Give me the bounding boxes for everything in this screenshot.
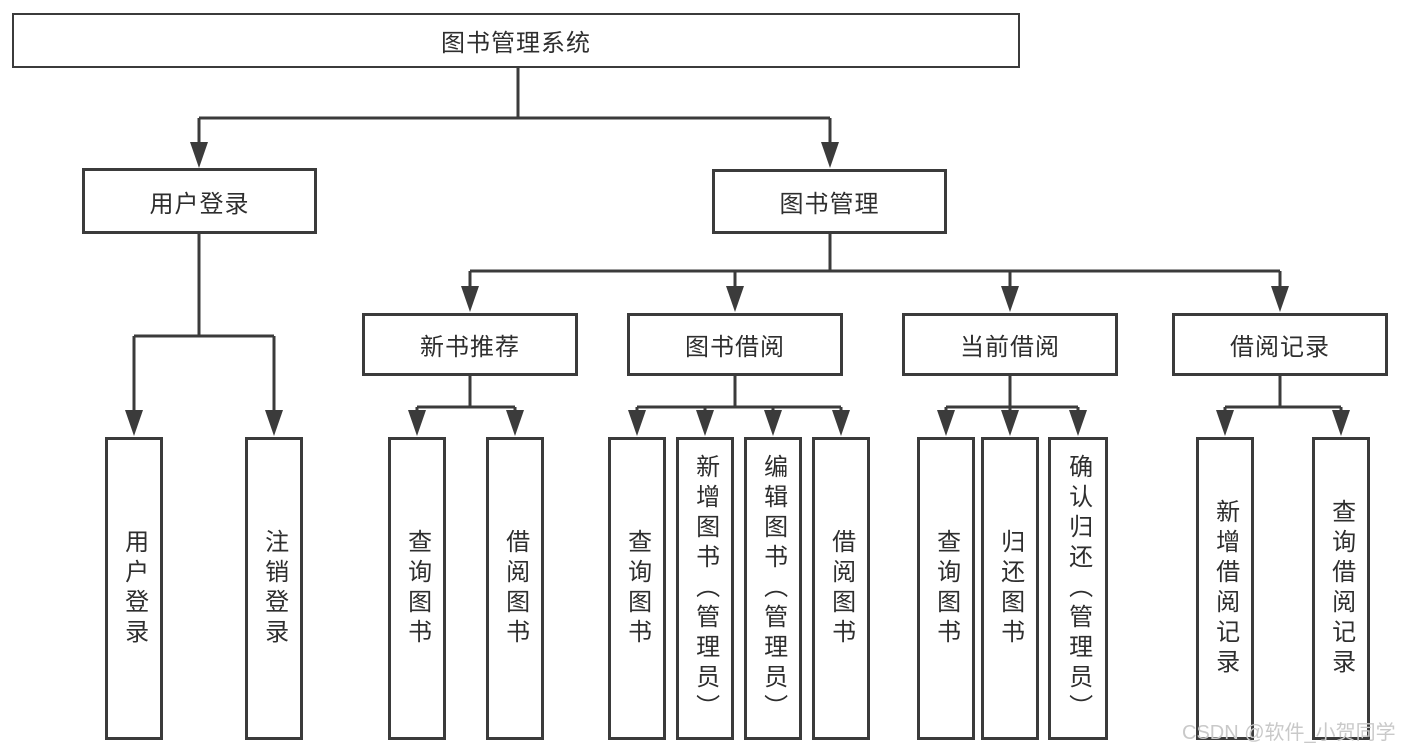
leaf-logout: 注销登录 <box>245 437 303 740</box>
node-label: 归还图书 <box>996 528 1024 649</box>
connector-current-to-leaves <box>944 376 1080 414</box>
arrow-down-icon <box>1271 286 1289 312</box>
arrow-down-icon <box>696 410 714 436</box>
csdn-watermark: CSDN @软件_小贺同学 <box>1182 722 1396 744</box>
arrow-down-icon <box>821 142 839 168</box>
arrow-down-icon <box>1001 410 1019 436</box>
arrow-down-icon <box>125 410 143 436</box>
connector-root-to-level2 <box>197 68 832 146</box>
node-label: 确认归还（管理员） <box>1064 453 1092 724</box>
node-label: 新书推荐 <box>420 334 520 361</box>
arrow-down-icon <box>190 142 208 168</box>
node-label: 借阅图书 <box>501 528 529 649</box>
node-label: 查询图书 <box>932 528 960 649</box>
arrow-down-icon <box>832 410 850 436</box>
node-label: 图书管理系统 <box>441 30 591 57</box>
leaf-borrowing-add-books-admin: 新增图书（管理员） <box>676 437 734 740</box>
arrowheads <box>125 142 1350 436</box>
arrow-down-icon <box>726 286 744 312</box>
node-current-borrowing: 当前借阅 <box>902 313 1118 376</box>
node-label: 查询图书 <box>403 528 431 649</box>
leaf-recommend-query-books: 查询图书 <box>388 437 446 740</box>
node-library-management-system: 图书管理系统 <box>12 13 1020 68</box>
arrow-down-icon <box>408 410 426 436</box>
node-label: 当前借阅 <box>960 334 1060 361</box>
leaf-user-login: 用户登录 <box>105 437 163 740</box>
node-label: 注销登录 <box>260 528 288 649</box>
arrow-down-icon <box>628 410 646 436</box>
node-label: 图书借阅 <box>685 334 785 361</box>
node-label: 借阅记录 <box>1230 334 1330 361</box>
leaf-current-query-books: 查询图书 <box>917 437 975 740</box>
arrow-down-icon <box>506 410 524 436</box>
arrow-down-icon <box>937 410 955 436</box>
leaf-records-query-record: 查询借阅记录 <box>1312 437 1370 740</box>
node-label: 新增借阅记录 <box>1211 498 1239 679</box>
connector-login-to-leaves <box>132 234 276 414</box>
connector-mgmt-to-sections <box>468 234 1282 290</box>
leaf-records-add-record: 新增借阅记录 <box>1196 437 1254 740</box>
arrow-down-icon <box>1069 410 1087 436</box>
leaf-current-return-books: 归还图书 <box>981 437 1039 740</box>
arrow-down-icon <box>1001 286 1019 312</box>
arrow-down-icon <box>461 286 479 312</box>
leaf-recommend-borrow-books: 借阅图书 <box>486 437 544 740</box>
node-user-login: 用户登录 <box>82 168 317 234</box>
node-label: 编辑图书（管理员） <box>759 453 787 724</box>
leaf-current-confirm-return-admin: 确认归还（管理员） <box>1048 437 1108 740</box>
arrow-down-icon <box>1216 410 1234 436</box>
node-label: 新增图书（管理员） <box>691 453 719 724</box>
node-book-management: 图书管理 <box>712 169 947 234</box>
node-borrow-records: 借阅记录 <box>1172 313 1388 376</box>
connector-records-to-leaves <box>1223 376 1343 414</box>
node-label: 用户登录 <box>120 528 148 649</box>
node-new-book-recommend: 新书推荐 <box>362 313 578 376</box>
leaf-borrowing-borrow-books: 借阅图书 <box>812 437 870 740</box>
node-label: 用户登录 <box>149 190 250 218</box>
arrow-down-icon <box>1332 410 1350 436</box>
node-label: 查询图书 <box>623 528 651 649</box>
leaf-borrowing-query-books: 查询图书 <box>608 437 666 740</box>
node-label: 借阅图书 <box>827 528 855 649</box>
node-book-borrowing: 图书借阅 <box>627 313 843 376</box>
arrow-down-icon <box>764 410 782 436</box>
arrow-down-icon <box>265 410 283 436</box>
connector-recommend-to-leaves <box>415 376 517 414</box>
connector-borrowing-to-leaves <box>635 376 843 414</box>
leaf-borrowing-edit-books-admin: 编辑图书（管理员） <box>744 437 802 740</box>
node-label: 查询借阅记录 <box>1327 498 1355 679</box>
node-label: 图书管理 <box>779 191 880 218</box>
